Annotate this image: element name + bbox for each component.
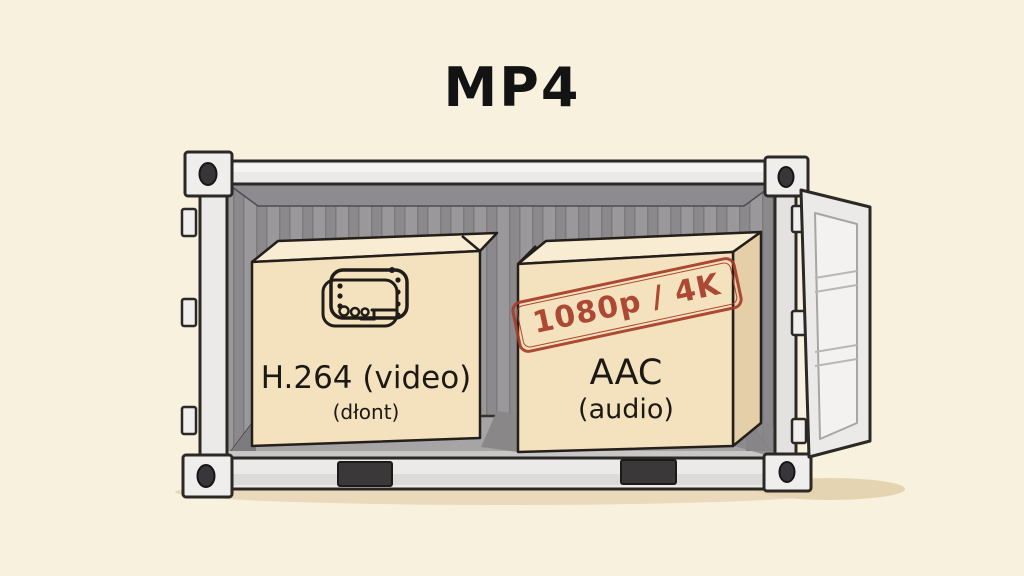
video-codec-box <box>250 231 499 448</box>
left-box-front <box>250 249 482 448</box>
diagram-title: MP4 <box>443 56 581 119</box>
container-door <box>799 188 872 459</box>
hinge-tabs <box>180 204 808 445</box>
box-gap-shadow <box>481 411 518 452</box>
video-box-label: H.264 (video) <box>260 360 472 396</box>
left-corner-post <box>198 177 229 465</box>
forklift-pockets <box>337 459 677 487</box>
container-frame <box>180 150 813 499</box>
film-frame-icon <box>321 267 409 328</box>
right-box-side <box>731 230 763 448</box>
audio-box-sublabel: (audio) <box>578 394 674 425</box>
audio-box-label: AAC <box>589 353 663 393</box>
video-box-sublabel: (dłont) <box>332 400 400 424</box>
